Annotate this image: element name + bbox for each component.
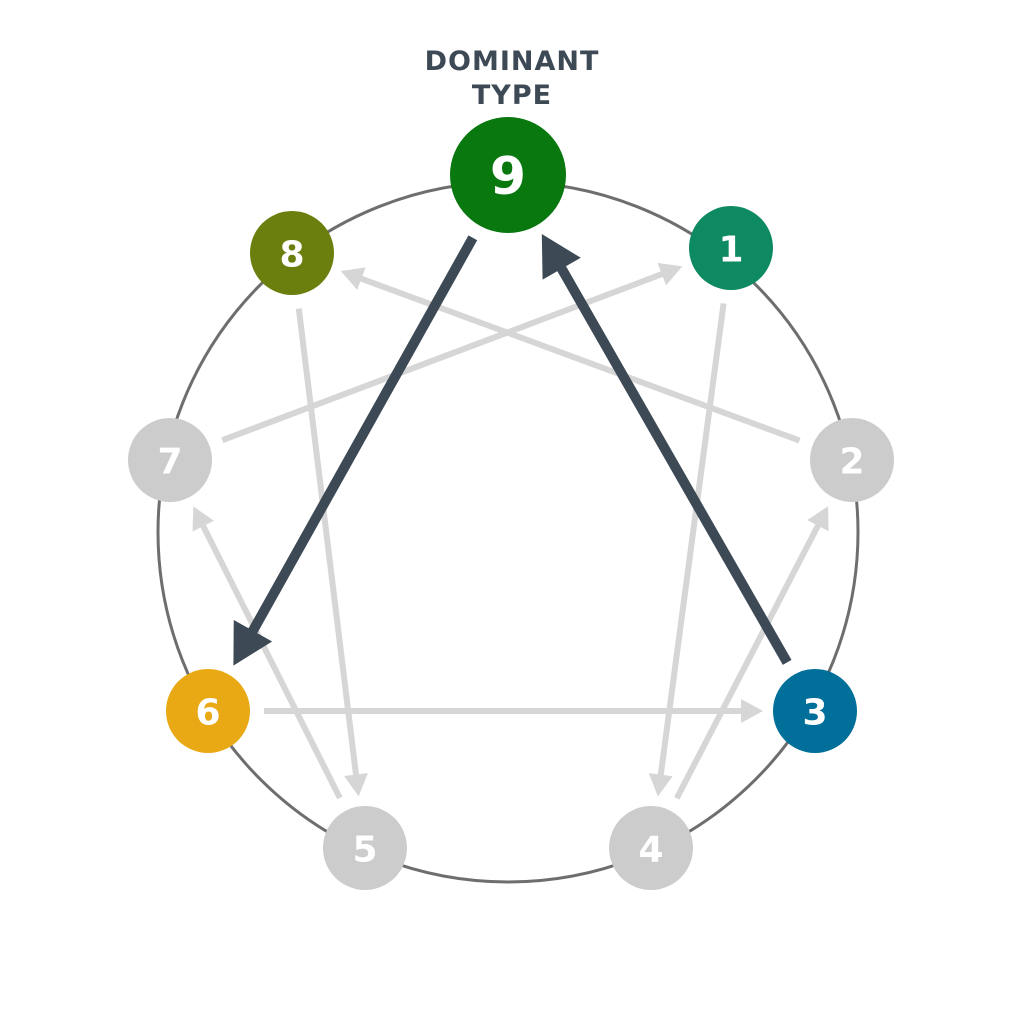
type-node-3[interactable]: 3 <box>773 669 857 753</box>
type-node-number: 9 <box>490 147 526 207</box>
arrow-head <box>192 506 214 532</box>
arrow-7-to-1 <box>221 262 683 444</box>
arrow-4-to-2 <box>674 506 829 800</box>
type-node-circle <box>689 206 773 290</box>
arrow-head <box>807 506 829 532</box>
arrow-head <box>648 773 673 797</box>
type-node-circle <box>773 669 857 753</box>
arrow-6-to-3 <box>264 699 763 723</box>
arrow-shaft <box>198 520 343 800</box>
type-node-number: 3 <box>802 693 827 734</box>
arrow-8-to-5 <box>295 308 368 797</box>
type-node-circle <box>250 211 334 295</box>
type-node-number: 7 <box>157 442 182 483</box>
arrow-9-to-6 <box>233 235 478 666</box>
arrow-head <box>233 619 273 666</box>
type-node-6[interactable]: 6 <box>166 669 250 753</box>
type-node-1[interactable]: 1 <box>689 206 773 290</box>
arrow-shaft <box>657 303 727 780</box>
type-node-4[interactable]: 4 <box>609 806 693 890</box>
arrow-head <box>344 773 368 797</box>
type-node-circle <box>323 806 407 890</box>
arrow-head <box>657 262 683 286</box>
arrow-3-to-9 <box>541 234 792 665</box>
type-node-circle <box>810 418 894 502</box>
enneagram-ring <box>156 180 860 884</box>
dominant-type-label-line1: DOMINANT <box>424 46 600 77</box>
type-node-number: 8 <box>279 235 304 276</box>
type-node-8[interactable]: 8 <box>250 211 334 295</box>
type-node-circle <box>450 117 566 233</box>
type-node-circle <box>166 669 250 753</box>
arrow-shaft <box>295 308 360 780</box>
type-node-number: 4 <box>638 830 663 871</box>
arrow-head <box>541 234 581 280</box>
dominant-type-label-line2: TYPE <box>471 80 553 111</box>
type-node-number: 1 <box>718 230 743 271</box>
arrow-head <box>741 699 763 723</box>
type-node-5[interactable]: 5 <box>323 806 407 890</box>
type-node-number: 2 <box>839 442 864 483</box>
type-node-circle <box>609 806 693 890</box>
arrow-5-to-7 <box>192 506 343 800</box>
type-node-circle <box>128 418 212 502</box>
arrow-shaft <box>244 235 478 641</box>
type-node-number: 6 <box>195 693 220 734</box>
type-node-7[interactable]: 7 <box>128 418 212 502</box>
arrow-shaft <box>221 269 667 444</box>
type-node-9[interactable]: 9 <box>450 117 566 233</box>
type-node-number: 5 <box>352 830 377 871</box>
arrow-head <box>340 267 366 290</box>
arrow-shaft <box>553 259 792 665</box>
arrow-shaft <box>674 520 823 800</box>
arrow-1-to-4 <box>648 303 727 797</box>
type-node-2[interactable]: 2 <box>810 418 894 502</box>
